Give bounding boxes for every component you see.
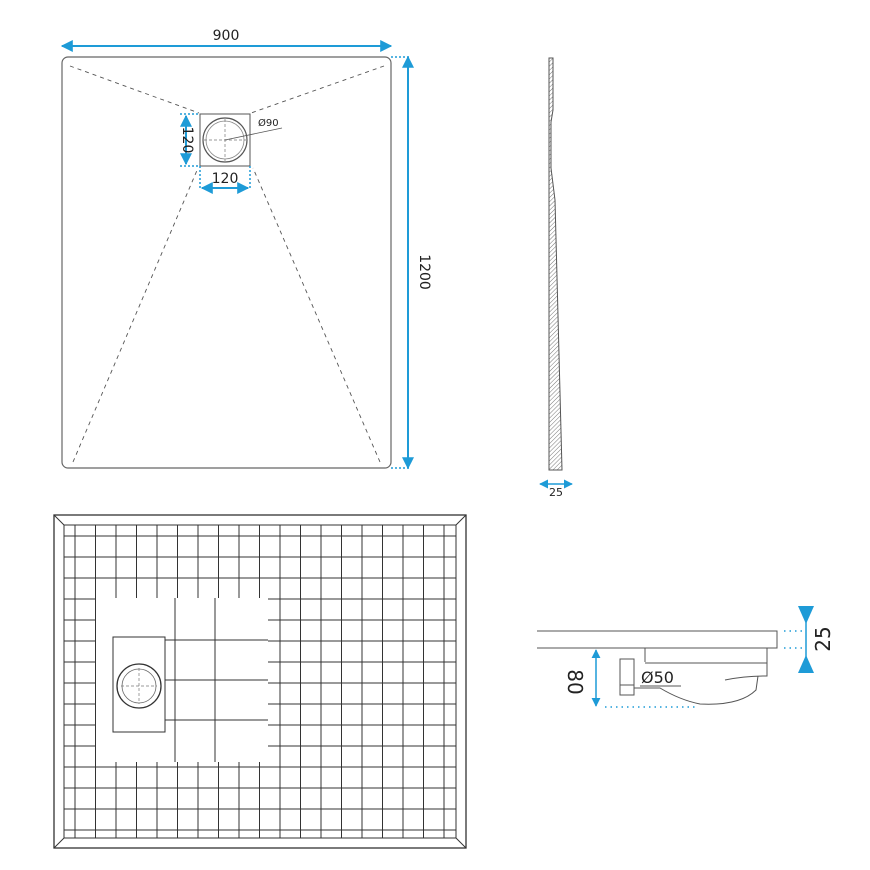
section-view [537, 606, 814, 708]
drain-diameter-label: Ø90 [258, 117, 279, 129]
drain-depth-label: 80 [563, 669, 587, 694]
plan-view: Ø90 900 1200 120 120 [60, 28, 432, 470]
dimension-lines [60, 40, 414, 470]
slope-lines [69, 65, 385, 463]
profile-thickness-label: 25 [549, 486, 563, 499]
drain-height-label: 120 [179, 127, 195, 154]
length-label: 1200 [416, 254, 432, 290]
drain-plan [199, 113, 283, 167]
side-profile: 25 [539, 57, 573, 499]
outlet-diameter-label: Ø50 [641, 668, 674, 687]
tray-thickness-label: 25 [811, 626, 835, 651]
profile-section [548, 57, 563, 471]
support-grid [64, 525, 456, 838]
drain-width-label: 120 [212, 171, 239, 187]
underside-view [53, 514, 467, 849]
drain-underside [112, 636, 166, 733]
tray-outline [61, 56, 392, 469]
width-label: 900 [213, 28, 240, 44]
